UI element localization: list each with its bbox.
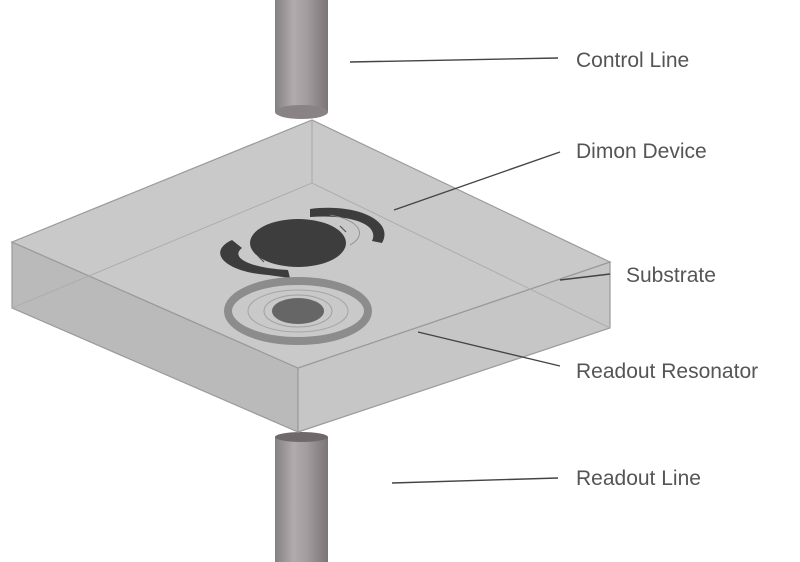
label-control-line: Control Line: [576, 49, 690, 72]
leader-control-line: [349, 57, 559, 63]
label-readout-resonator: Readout Resonator: [576, 360, 759, 383]
leader-readout-line: [391, 477, 559, 484]
leader-substrate: [559, 273, 611, 281]
label-substrate: Substrate: [626, 264, 716, 287]
leader-readout-resonator: [417, 331, 561, 367]
label-dimon-device: Dimon Device: [576, 140, 707, 163]
leader-lines: [349, 57, 611, 484]
label-readout-line: Readout Line: [576, 467, 701, 490]
leader-dimon-device: [393, 151, 561, 211]
readout-resonator: [224, 277, 372, 345]
substrate-block: [10, 119, 612, 433]
readout-line-cable: [275, 432, 328, 562]
control-line-cable: [275, 0, 328, 119]
dimon-device: [220, 207, 385, 278]
